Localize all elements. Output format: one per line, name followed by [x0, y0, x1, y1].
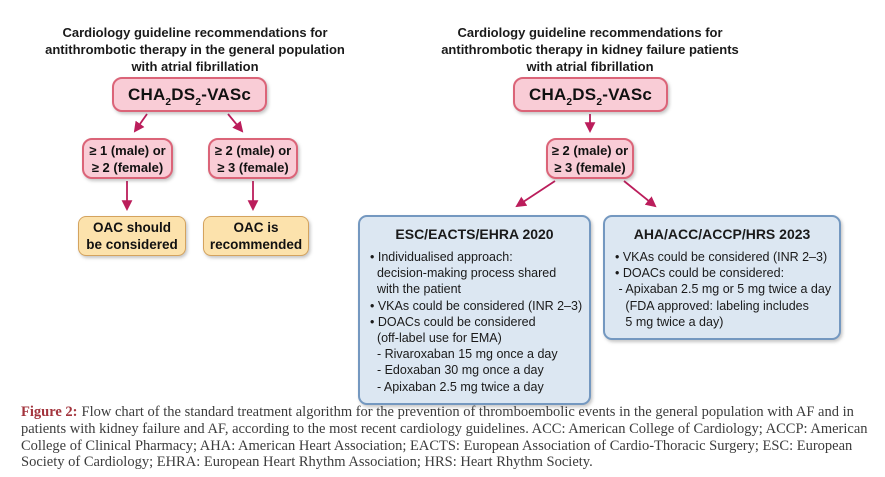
bullet-line: - Apixaban 2.5 mg twice a day	[370, 379, 544, 394]
left-chart-title: Cardiology guideline recommendations for…	[15, 24, 375, 75]
left-chart-title-line: Cardiology guideline recommendations for	[62, 25, 328, 40]
right-branch-node: ≥ 2 (male) or ≥ 3 (female)	[546, 138, 634, 179]
right-chart-title-line: Cardiology guideline recommendations for	[457, 25, 723, 40]
esc-box-title: ESC/EACTS/EHRA 2020	[395, 226, 554, 242]
left-outcome1-line1: OAC should	[93, 220, 171, 235]
left-branch2-line1: ≥ 2 (male) or	[214, 142, 292, 158]
arrow-branch-to-esc-box	[515, 180, 556, 208]
left-outcome1-node: OAC should be considered	[78, 216, 186, 256]
right-branch-line2: ≥ 3 (female)	[554, 159, 626, 175]
bullet-line: (FDA approved: labeling includes	[615, 298, 809, 313]
bullet-line: - Rivaroxaban 15 mg once a day	[370, 347, 558, 362]
figure-caption-text: Flow chart of the standard treatment alg…	[21, 404, 868, 471]
left-chart-title-line: with atrial fibrillation	[131, 59, 259, 74]
aha-acc-accp-hrs-box: AHA/ACC/ACCP/HRS 2023 • VKAs could be co…	[603, 215, 841, 341]
left-outcome2-node: OAC is recommended	[203, 216, 309, 256]
esc-eacts-ehra-box: ESC/EACTS/EHRA 2020 • Individualised app…	[358, 215, 591, 405]
bullet-line: • DOACs could be considered	[370, 314, 536, 329]
bullet-line: • Individualised approach:	[370, 250, 513, 264]
arrow-branch-to-aha-box	[623, 180, 657, 208]
right-chart-title-line: with atrial fibrillation	[526, 59, 654, 74]
bullet-line: - Apixaban 2.5 mg or 5 mg twice a day	[615, 282, 832, 297]
left-branch1-line1: ≥ 1 (male) or	[89, 142, 166, 158]
bullet-line: • VKAs could be considered (INR 2–3)	[615, 250, 828, 264]
right-branch-line1: ≥ 2 (male) or	[551, 142, 629, 158]
left-branch2-line2: ≥ 3 (female)	[217, 159, 289, 175]
esc-box-lines: • Individualised approach: decision-maki…	[370, 249, 583, 395]
figure-caption-label: Figure 2:	[21, 404, 78, 420]
bullet-line: 5 mg twice a day)	[615, 314, 724, 329]
bullet-line: - Edoxaban 30 mg once a day	[370, 363, 544, 378]
bullet-line: with the patient	[370, 282, 462, 297]
right-chart-title-line: antithrombotic therapy in kidney failure…	[441, 42, 739, 57]
aha-box-title: AHA/ACC/ACCP/HRS 2023	[633, 226, 811, 242]
left-chart-title-line: antithrombotic therapy in the general po…	[45, 42, 345, 57]
left-branch2-node: ≥ 2 (male) or ≥ 3 (female)	[208, 138, 298, 179]
left-outcome2-line2: recommended	[209, 237, 303, 252]
figure-caption: Figure 2:Flow chart of the standard trea…	[21, 404, 871, 471]
left-cha2ds2-vasc-label: CHA2DS2-VASc	[127, 84, 252, 108]
right-cha2ds2-vasc-label: CHA2DS2-VASc	[528, 84, 653, 108]
right-chart-title: Cardiology guideline recommendations for…	[410, 24, 770, 75]
arrow-left-root-to-branch2	[227, 113, 244, 133]
bullet-line: (off-label use for EMA)	[370, 331, 502, 346]
bullet-line: • DOACs could be considered:	[615, 266, 785, 281]
aha-box-lines: • VKAs could be considered (INR 2–3) • DO…	[615, 249, 832, 330]
left-branch1-line2: ≥ 2 (female)	[91, 159, 164, 175]
left-outcome1-line2: be considered	[86, 237, 178, 252]
left-cha2ds2-vasc-node: CHA2DS2-VASc	[112, 77, 267, 112]
left-outcome2-line1: OAC is	[233, 220, 279, 235]
right-cha2ds2-vasc-node: CHA2DS2-VASc	[513, 77, 668, 112]
bullet-line: • VKAs could be considered (INR 2–3)	[370, 298, 583, 313]
left-branch1-node: ≥ 1 (male) or ≥ 2 (female)	[82, 138, 173, 179]
bullet-line: decision-making process shared	[370, 266, 557, 281]
arrow-left-root-to-branch1	[133, 113, 148, 133]
